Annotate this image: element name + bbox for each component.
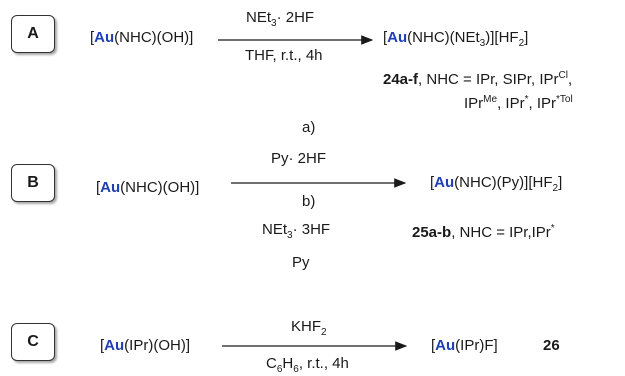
label-box-c: C	[11, 323, 55, 361]
compound-note-a: 24a-f, NHC = IPr, SIPr, IPrCl,	[383, 70, 573, 89]
condition-b-label: b)	[302, 193, 316, 210]
conditions-a: THF, r.t., 4h	[245, 47, 323, 64]
reagent-b2-line2: Py	[292, 254, 310, 271]
product-c: [Au(IPr)F]	[431, 337, 498, 354]
compound-note-a-line2: IPrMe, IPr*, IPr*Tol	[464, 94, 573, 113]
label-box-b: B	[11, 164, 55, 202]
reagent-b: Py· 2HF	[271, 150, 327, 167]
reagent-a: NEt3· 2HF	[246, 9, 315, 29]
product-a: [Au(NHC)(NEt3)][HF2]	[383, 29, 529, 49]
compound-number-c: 26	[543, 337, 560, 354]
compound-note-b: 25a-b, NHC = IPr,IPr*	[412, 223, 555, 242]
reactant-c: [Au(IPr)(OH)]	[100, 337, 190, 354]
condition-a-label: a)	[302, 119, 316, 136]
label-box-a: A	[11, 15, 55, 53]
reagent-c: KHF2	[291, 318, 327, 338]
reagent-b2: NEt3· 3HF	[262, 221, 331, 241]
conditions-c: C6H6, r.t., 4h	[266, 355, 349, 375]
reactant-a: [Au(NHC)(OH)]	[90, 29, 194, 46]
reactant-b: [Au(NHC)(OH)]	[96, 179, 200, 196]
product-b: [Au(NHC)(Py)][HF2]	[430, 174, 563, 194]
